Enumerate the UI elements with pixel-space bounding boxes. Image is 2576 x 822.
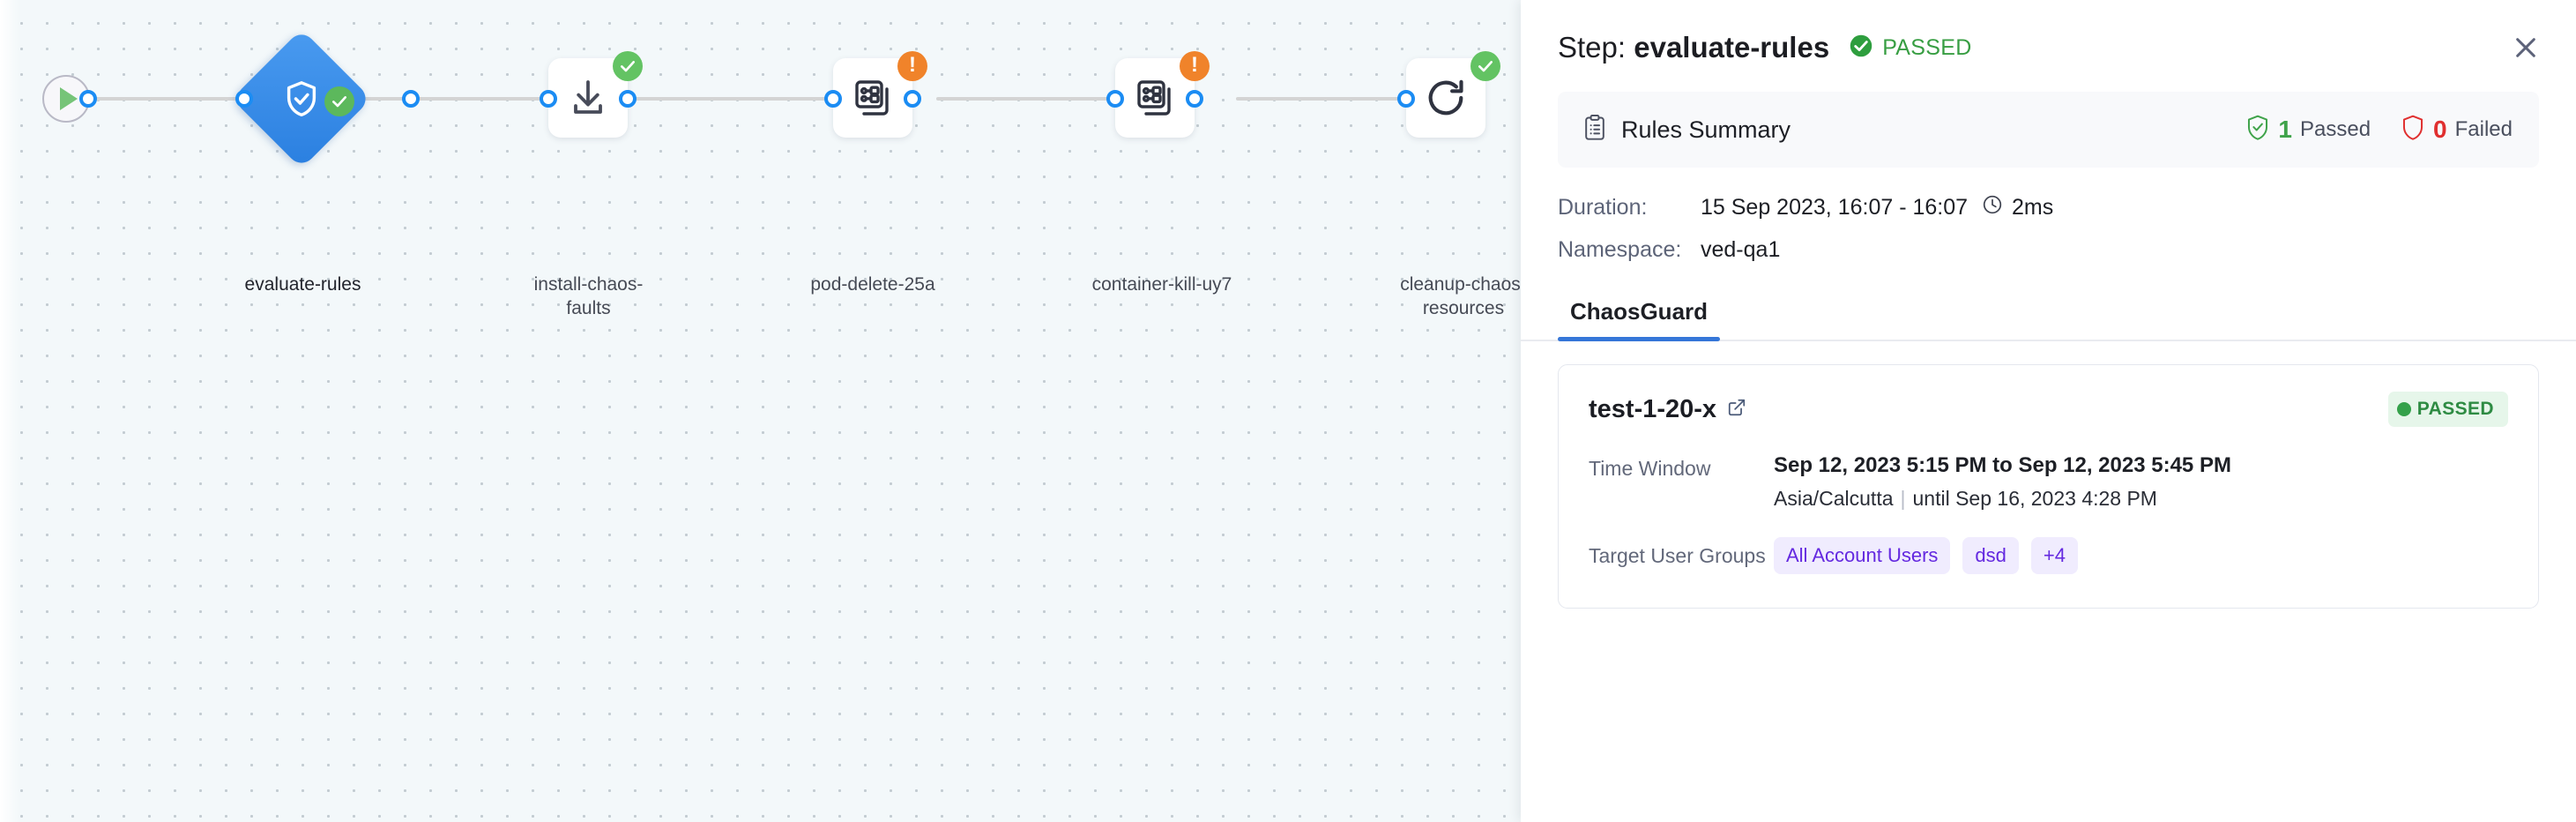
- port-install-out[interactable]: [619, 90, 637, 108]
- until-label: until Sep 16, 2023 4:28 PM: [1912, 487, 2157, 510]
- label-line-1: cleanup-chaos-: [1400, 274, 1521, 295]
- separator: |: [1900, 487, 1906, 510]
- warning-exclamation: !: [1191, 53, 1198, 77]
- rule-name-group: test-1-20-x: [1589, 395, 1746, 424]
- label-line-2: resources: [1422, 297, 1505, 318]
- port-evaluate-out[interactable]: [402, 90, 420, 108]
- status-badge-container-kill-uy7: !: [1180, 51, 1210, 81]
- warning-exclamation: !: [909, 53, 916, 77]
- status-badge-cleanup-chaos-resources: [1470, 51, 1500, 81]
- edge-containerkill-to-cleanup: [1236, 97, 1465, 101]
- duration-key: Duration:: [1558, 195, 1648, 220]
- user-group-overflow-tag[interactable]: +4: [2030, 537, 2078, 574]
- duration-row: Duration: 15 Sep 2023, 16:07 - 16:07 2ms: [1558, 194, 2539, 221]
- rules-summary-box: Rules Summary 1 Passed: [1558, 92, 2539, 168]
- node-label-install-chaos-faults: install-chaos- faults: [520, 273, 657, 321]
- rules-summary-counts: 1 Passed 0 Failed: [2245, 114, 2513, 146]
- time-window-row: Time Window Sep 12, 2023 5:15 PM to Sep …: [1589, 453, 2508, 511]
- status-badge-evaluate-rules: [324, 86, 354, 116]
- passed-count-group: 1 Passed: [2245, 114, 2371, 146]
- duration-elapsed: 2ms: [2012, 195, 2054, 220]
- namespace-key: Namespace:: [1558, 237, 1682, 262]
- status-badge-pod-delete-25a: !: [897, 51, 927, 81]
- status-dot-icon: [2396, 402, 2411, 416]
- status-badge-install-chaos-faults: [613, 51, 643, 81]
- port-containerkill-out[interactable]: [1186, 90, 1203, 108]
- port-start-out[interactable]: [79, 90, 97, 108]
- rule-status-pill: PASSED: [2387, 392, 2508, 427]
- duration-value-group: 15 Sep 2023, 16:07 - 16:07 2ms: [1701, 194, 2053, 221]
- step-details-panel: Step: evaluate-rules PASSED: [1521, 0, 2576, 822]
- panel-header: Step: evaluate-rules PASSED: [1521, 0, 2576, 72]
- port-evaluate-in[interactable]: [235, 90, 253, 108]
- pipeline-canvas[interactable]: evaluate-rules install-chaos- faults: [0, 0, 1521, 822]
- chaos-fault-icon: [852, 77, 894, 119]
- time-window-sub: Asia/Calcutta | until Sep 16, 2023 4:28 PM: [1774, 487, 2231, 511]
- edge-start-to-evaluate: [62, 97, 238, 101]
- time-window-value: Sep 12, 2023 5:15 PM to Sep 12, 2023 5:4…: [1774, 453, 2231, 477]
- tab-chaosguard[interactable]: ChaosGuard: [1558, 286, 1721, 341]
- port-containerkill-in[interactable]: [1106, 90, 1124, 108]
- timezone-label: Asia/Calcutta: [1774, 487, 1894, 510]
- download-icon: [567, 77, 609, 119]
- panel-title-name: evaluate-rules: [1634, 31, 1830, 64]
- clock-icon: [1982, 194, 2003, 221]
- rule-card: test-1-20-x PASSED Time W: [1558, 364, 2539, 609]
- user-group-tag[interactable]: dsd: [1962, 537, 2019, 574]
- target-user-groups-tags: All Account Users dsd +4: [1774, 537, 2078, 574]
- check-circle-icon: [1849, 34, 1873, 63]
- rule-card-header: test-1-20-x PASSED: [1589, 392, 2508, 427]
- close-icon[interactable]: [2505, 27, 2546, 68]
- page-title: Step: evaluate-rules: [1558, 31, 1829, 64]
- status-badge: PASSED: [1849, 34, 1971, 63]
- step-metadata-list: Duration: 15 Sep 2023, 16:07 - 16:07 2ms…: [1521, 168, 2576, 263]
- failed-label: Failed: [2454, 117, 2513, 141]
- label-line-1: install-chaos-: [533, 274, 644, 295]
- namespace-value: ved-qa1: [1701, 237, 1781, 262]
- shield-check-icon: [2245, 114, 2270, 146]
- node-label-pod-delete-25a: pod-delete-25a: [810, 274, 935, 295]
- label-line-2: faults: [566, 297, 611, 318]
- panel-title-prefix: Step:: [1558, 31, 1627, 64]
- port-poddelete-in[interactable]: [824, 90, 842, 108]
- play-icon: [60, 87, 78, 110]
- node-label-cleanup-chaos-resources: cleanup-chaos- resources: [1362, 273, 1521, 321]
- passed-label: Passed: [2299, 117, 2371, 141]
- port-install-in[interactable]: [540, 90, 557, 108]
- failed-count-group: 0 Failed: [2401, 114, 2513, 146]
- rules-summary-label: Rules Summary: [1621, 116, 1791, 143]
- port-poddelete-out[interactable]: [904, 90, 921, 108]
- chaos-fault-icon: [1134, 77, 1176, 119]
- status-badge-label: PASSED: [1882, 34, 1972, 60]
- node-label-container-kill-uy7: container-kill-uy7: [1091, 274, 1232, 295]
- panel-tabs: ChaosGuard: [1521, 286, 2576, 341]
- rule-card-rows: Time Window Sep 12, 2023 5:15 PM to Sep …: [1589, 453, 2508, 574]
- time-window-value-group: Sep 12, 2023 5:15 PM to Sep 12, 2023 5:4…: [1774, 453, 2231, 511]
- time-window-key: Time Window: [1589, 457, 1711, 480]
- edge-install-to-poddelete: [628, 97, 866, 101]
- duration-value: 15 Sep 2023, 16:07 - 16:07: [1701, 195, 1969, 220]
- node-label-evaluate-rules: evaluate-rules: [244, 274, 361, 295]
- failed-count: 0: [2433, 116, 2447, 143]
- refresh-icon: [1424, 76, 1468, 120]
- rules-summary-left: Rules Summary: [1582, 114, 1791, 146]
- node-evaluate-rules[interactable]: [231, 28, 372, 169]
- target-user-groups-key: Target User Groups: [1589, 543, 1766, 567]
- user-group-tag[interactable]: All Account Users: [1774, 537, 1951, 574]
- namespace-row: Namespace: ved-qa1: [1558, 237, 2539, 263]
- clipboard-icon: [1582, 114, 1607, 146]
- external-link-icon[interactable]: [1727, 395, 1746, 424]
- target-user-groups-row: Target User Groups All Account Users dsd…: [1589, 537, 2508, 574]
- port-cleanup-in[interactable]: [1397, 90, 1415, 108]
- shield-check-icon: [252, 49, 351, 148]
- edge-poddelete-to-containerkill: [936, 97, 1165, 101]
- shield-icon: [2401, 114, 2425, 146]
- rule-name: test-1-20-x: [1589, 394, 1717, 423]
- passed-count: 1: [2278, 116, 2292, 143]
- rule-status-label: PASSED: [2416, 399, 2494, 419]
